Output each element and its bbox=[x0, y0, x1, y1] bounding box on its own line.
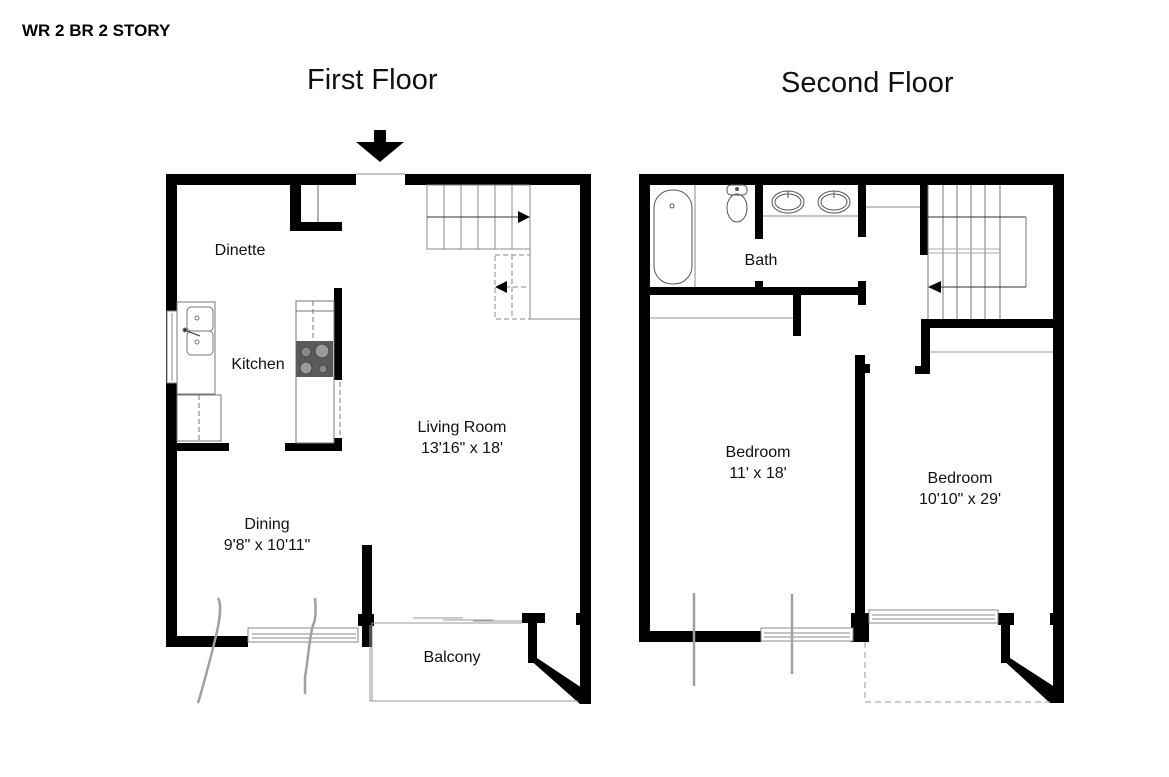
entry-arrow-icon bbox=[356, 130, 404, 162]
room-label-dinette: Dinette bbox=[215, 240, 266, 261]
room-label-dining: Dining 9'8" x 10'11" bbox=[224, 514, 311, 556]
annotation-stroke bbox=[303, 597, 317, 694]
room-label-kitchen: Kitchen bbox=[231, 354, 284, 375]
room-label-living-room: Living Room 13'16" x 18' bbox=[418, 417, 507, 459]
room-dimensions: 10'10" x 29' bbox=[918, 491, 1002, 508]
room-name: Bath bbox=[744, 252, 778, 269]
room-name: Living Room bbox=[417, 419, 507, 436]
dining-sliding-door bbox=[247, 627, 359, 643]
first-floor-plan bbox=[166, 130, 591, 704]
room-name: Dinette bbox=[214, 242, 266, 259]
first-floor-title: First Floor bbox=[307, 64, 438, 96]
first-floor-walls bbox=[166, 174, 591, 704]
room-label-bath: Bath bbox=[745, 250, 778, 271]
balcony-below-outline bbox=[864, 642, 1050, 703]
room-label-bedroom-2: Bedroom 10'10" x 29' bbox=[919, 468, 1001, 510]
bedroom-window bbox=[760, 627, 854, 642]
annotation-stroke bbox=[196, 597, 222, 704]
kitchen-window bbox=[166, 310, 178, 384]
room-name: Bedroom bbox=[927, 470, 993, 487]
double-sink-icon bbox=[176, 301, 222, 442]
cooktop-icon bbox=[296, 341, 333, 377]
second-floor-walls bbox=[639, 174, 1064, 703]
document-title: WR 2 BR 2 STORY bbox=[22, 21, 171, 40]
second-floor-plan bbox=[639, 174, 1064, 703]
second-floor-title: Second Floor bbox=[781, 67, 954, 99]
bedroom-window bbox=[868, 609, 999, 624]
stairs-up-icon bbox=[426, 184, 580, 320]
room-dimensions: 13'16" x 18' bbox=[420, 440, 504, 457]
room-name: Bedroom bbox=[725, 444, 791, 461]
toilet-icon bbox=[726, 184, 748, 223]
vanity-sinks-icon bbox=[763, 190, 858, 217]
room-dimensions: 11' x 18' bbox=[729, 465, 787, 482]
balcony-outline bbox=[369, 617, 578, 702]
room-name: Balcony bbox=[423, 649, 481, 666]
room-label-balcony: Balcony bbox=[424, 647, 481, 668]
stairs-down-icon bbox=[927, 185, 1027, 319]
room-name: Dining bbox=[244, 516, 290, 533]
room-name: Kitchen bbox=[231, 356, 285, 373]
room-dimensions: 9'8" x 10'11" bbox=[223, 537, 311, 554]
bathtub-icon bbox=[653, 185, 696, 287]
room-label-bedroom-1: Bedroom 11' x 18' bbox=[726, 442, 791, 484]
